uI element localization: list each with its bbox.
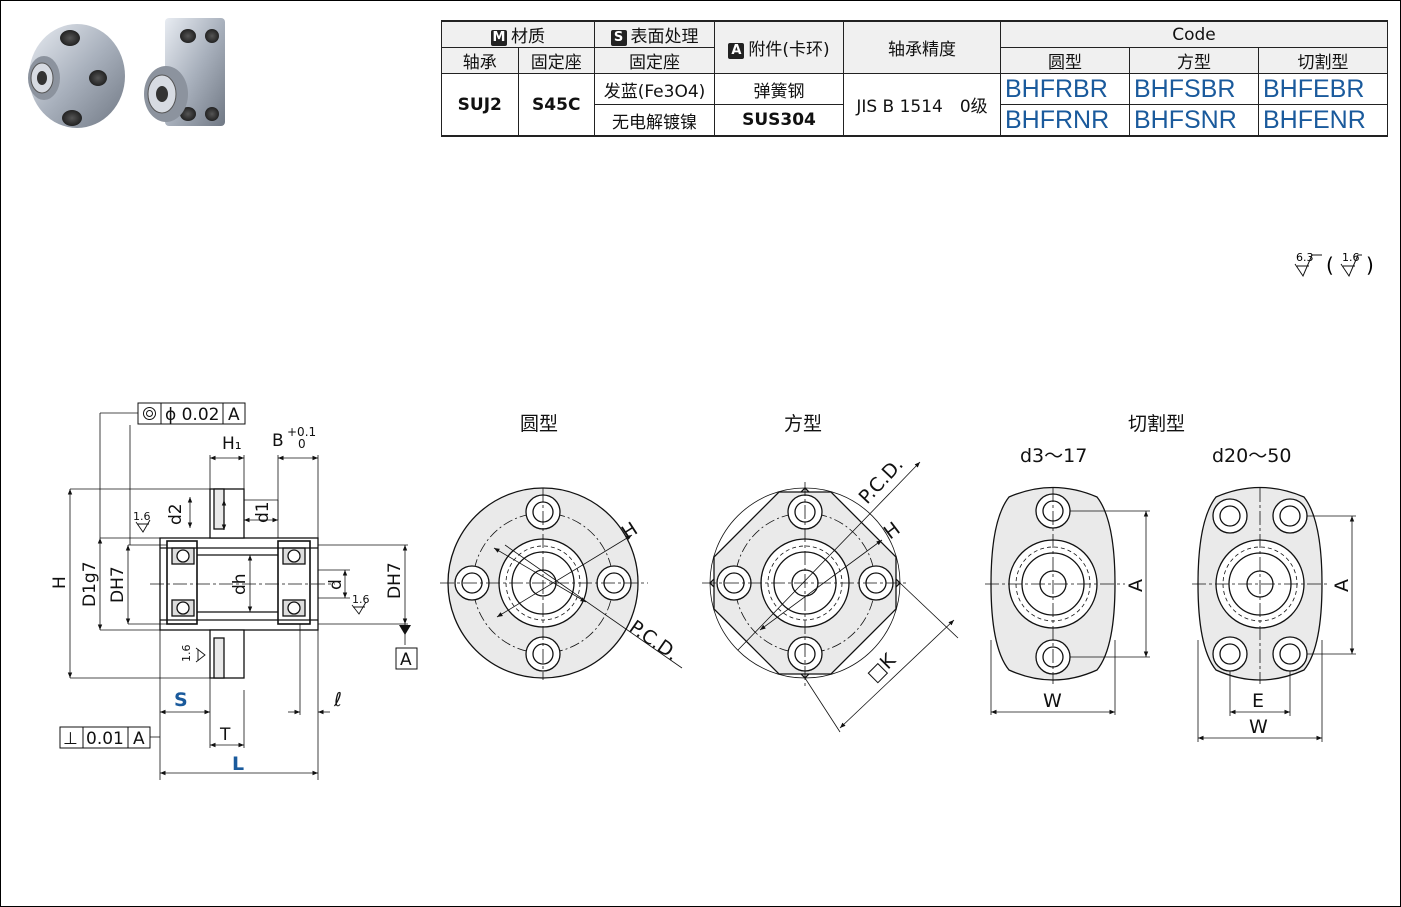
material-badge: M [491, 30, 507, 46]
cut-code-header: 切割型 [1258, 47, 1388, 74]
s-label: S [174, 689, 188, 711]
surface-badge: S [610, 30, 627, 46]
square-h-label: H [880, 518, 905, 544]
datum-a: A [400, 650, 412, 670]
square-pcd-label: P.C.D. [855, 454, 908, 509]
cut-small-view [985, 486, 1150, 715]
d1-label: d1 [253, 501, 273, 523]
d2-label: d2 [166, 503, 186, 525]
code-round-black: BHFRBR [1000, 73, 1130, 105]
h-label: H [50, 576, 70, 589]
l-label: L [232, 753, 244, 775]
code-round-nickel: BHFRNR [1000, 104, 1130, 137]
b-tol-upper: +0.1 [287, 425, 316, 439]
accessory-sus304: SUS304 [714, 104, 844, 137]
code-square-nickel: BHFSNR [1129, 104, 1259, 137]
round-pcd-label: P.C.D. [625, 616, 682, 665]
bearing-material: SUJ2 [441, 73, 519, 137]
round-code-header: 圆型 [1000, 47, 1130, 74]
b-label: B [272, 431, 284, 451]
cut-large-view [1192, 486, 1356, 742]
section-view [67, 412, 411, 780]
material-label: 材质 [511, 27, 545, 47]
code-square-black: BHFSBR [1129, 73, 1259, 105]
cut-large-range: d20～50 [1212, 445, 1291, 467]
square-k-label: □K [863, 649, 900, 686]
round-title: 圆型 [520, 413, 558, 435]
roughness-close: ) [1366, 253, 1374, 277]
dh-label: dh [230, 573, 250, 595]
cut-small-w-label: W [1043, 690, 1062, 712]
dh7-left-label: DH7 [108, 566, 128, 603]
accessory-spring-steel: 弹簧钢 [714, 73, 844, 105]
housing-header: 固定座 [517, 47, 595, 74]
roughness-symbol: 6.3 ( 1.6 ) [1294, 251, 1374, 278]
perp-datum: A [133, 729, 145, 749]
code-cut-nickel: BHFENR [1258, 104, 1388, 137]
cut-small-a-label: A [1125, 579, 1147, 592]
concentric-datum: A [228, 405, 240, 425]
perp-symbol: ⊥ [63, 729, 78, 749]
cut-large-e-label: E [1252, 690, 1264, 712]
bearing-header: 轴承 [441, 47, 519, 74]
d-label: d [326, 579, 346, 590]
code-header: Code [1000, 20, 1388, 48]
h1-label: H₁ [222, 434, 242, 454]
cut-small-range: d3～17 [1020, 445, 1087, 467]
dh7-right-label: DH7 [385, 562, 405, 599]
bearing-accuracy: JIS B 1514 0级 [843, 73, 1001, 137]
round-view [440, 487, 683, 680]
accuracy-header: 轴承精度 [843, 20, 1001, 74]
cut-title: 切割型 [1128, 413, 1185, 435]
roughness-open: ( [1326, 253, 1334, 277]
housing-material: S45C [517, 73, 595, 137]
roughness-b: 1.6 [352, 593, 370, 606]
concentric-tolerance: ϕ 0.02 [165, 405, 219, 425]
perp-tolerance: 0.01 [86, 729, 124, 749]
section-labels: ϕ 0.02 A H₁ B +0.1 0 d2 d1 H D1g7 DH7 dh… [50, 402, 418, 775]
product-photo [28, 18, 225, 128]
d1g7-label: D1g7 [80, 561, 100, 607]
square-view [702, 461, 959, 733]
square-title: 方型 [784, 413, 822, 435]
accessory-label: 附件(卡环) [748, 40, 830, 60]
b-tol-lower: 0 [298, 437, 306, 451]
square-code-header: 方型 [1129, 47, 1259, 74]
roughness-a: 1.6 [133, 510, 151, 523]
ell-label: ℓ [333, 689, 342, 711]
cut-large-a-label: A [1331, 579, 1353, 592]
code-cut-black: BHFEBR [1258, 73, 1388, 105]
surface-black-oxide: 发蓝(Fe3O4) [594, 73, 715, 105]
roughness-c: 1.6 [180, 645, 193, 663]
accessory-badge: A [728, 43, 745, 59]
surface-nickel: 无电解镀镍 [594, 104, 715, 137]
surface-label: 表面处理 [630, 27, 699, 47]
t-label: T [219, 725, 231, 745]
cut-large-w-label: W [1249, 716, 1268, 738]
